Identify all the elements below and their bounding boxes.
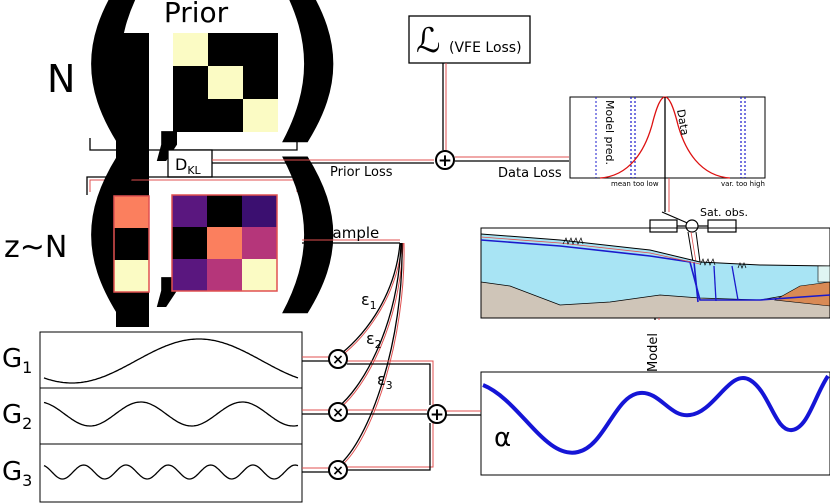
model-label-bg — [642, 320, 664, 372]
multiply-node-2 — [328, 402, 348, 422]
data-label: Data — [674, 108, 691, 136]
matrix-border — [171, 194, 278, 292]
multiply-node-3 — [328, 460, 348, 480]
posterior-right-paren: ) — [268, 127, 348, 332]
matrix-cell — [207, 195, 242, 227]
epsilon-2: ε2 — [366, 329, 382, 351]
mult-3-to-sum — [347, 423, 431, 471]
sample-line-1 — [337, 242, 401, 357]
matrix-cell — [114, 260, 149, 292]
matrix-cell — [172, 195, 207, 227]
prior-loss-label: Prior Loss — [330, 165, 393, 180]
sample-line-2-red — [340, 242, 404, 408]
matrix-cell — [173, 66, 208, 99]
posterior-bracket-red — [89, 179, 298, 192]
sample-line-3-red — [340, 242, 405, 467]
loss-symbol: ℒ — [416, 21, 441, 61]
prior-right-paren: ) — [268, 0, 348, 161]
basis-panel-1 — [39, 331, 303, 389]
posterior-label: z~N — [4, 230, 67, 265]
mean-too-low-label: mean too low — [611, 180, 659, 188]
prior-n-label: N — [47, 57, 75, 101]
basis-label-3: G3 — [2, 457, 32, 490]
likelihood-panel: Model pred. Data mean too low var. too h… — [569, 96, 766, 188]
var-too-high-label: var. too high — [721, 180, 765, 188]
basis-panel-3 — [39, 443, 303, 503]
sat-beam-2 — [695, 231, 701, 263]
multiply-node-1 — [328, 349, 348, 369]
matrix-cell — [208, 66, 243, 99]
sample-line-2 — [337, 242, 402, 408]
prior-title: Prior — [164, 0, 229, 29]
basis-panel-2 — [39, 387, 303, 445]
multiply-symbol-3: × — [332, 463, 344, 479]
satellite-icon — [649, 219, 737, 233]
basis-curve-3 — [43, 464, 299, 480]
mult-1-to-sum — [347, 363, 431, 405]
posterior-mean-matrix — [113, 195, 150, 293]
posterior-covariance-matrix — [171, 194, 278, 292]
loss-box — [408, 15, 531, 64]
matrix-cell — [208, 33, 243, 66]
loss-sum-symbol: + — [438, 151, 452, 171]
sat-beam-1 — [687, 231, 694, 263]
alpha-panel — [480, 371, 830, 476]
matrix-cell — [116, 33, 149, 131]
matrix-cell — [242, 227, 277, 259]
sat-beam-red — [690, 231, 697, 263]
loss-sum-node — [435, 150, 455, 170]
epsilon-1: ε1 — [361, 290, 377, 312]
matrix-cell — [114, 196, 149, 228]
kl-label: DKL — [175, 155, 202, 177]
matrix-cell — [173, 33, 208, 66]
matrix-cell — [207, 227, 242, 259]
sat-obs-label: Sat. obs. — [700, 206, 748, 219]
prior-covariance-matrix — [173, 33, 278, 132]
posterior-bracket — [86, 176, 301, 195]
matrix-border — [113, 195, 150, 293]
mult-3-to-sum-red — [347, 423, 434, 468]
model-pred-label: Model pred. — [603, 100, 616, 165]
matrix-cell — [243, 33, 278, 66]
matrix-cell — [207, 259, 242, 291]
multiply-symbol-2: × — [332, 405, 344, 421]
mult-1-to-sum-red — [347, 360, 434, 405]
matrix-cell — [114, 228, 149, 260]
loss-text: (VFE Loss) — [449, 40, 522, 56]
alpha-sum-symbol: + — [430, 405, 444, 425]
alpha-curve — [482, 374, 830, 455]
basis-label-1: G1 — [2, 344, 32, 377]
glacier-scene — [480, 227, 830, 319]
matrix-cell — [243, 66, 278, 99]
matrix-cell — [172, 227, 207, 259]
sample-label: Sample — [323, 224, 379, 242]
alpha-sum-node — [427, 404, 447, 424]
basis-curve-1 — [43, 338, 299, 384]
matrix-cell — [242, 195, 277, 227]
sample-line-3 — [337, 242, 403, 467]
basis-curve-2 — [43, 401, 299, 427]
data-loss-label: Data Loss — [498, 166, 562, 181]
matrix-cell — [243, 99, 278, 132]
matrix-cell — [242, 259, 277, 291]
sample-line-1-red — [340, 242, 403, 357]
alpha-label: α — [494, 423, 511, 453]
model-label: Model — [646, 333, 661, 372]
matrix-cell — [172, 259, 207, 291]
epsilon-3: ε3 — [377, 370, 393, 392]
multiply-symbol-1: × — [332, 352, 344, 368]
basis-label-2: G2 — [2, 400, 32, 433]
matrix-cell — [173, 99, 208, 132]
matrix-cell — [208, 99, 243, 132]
